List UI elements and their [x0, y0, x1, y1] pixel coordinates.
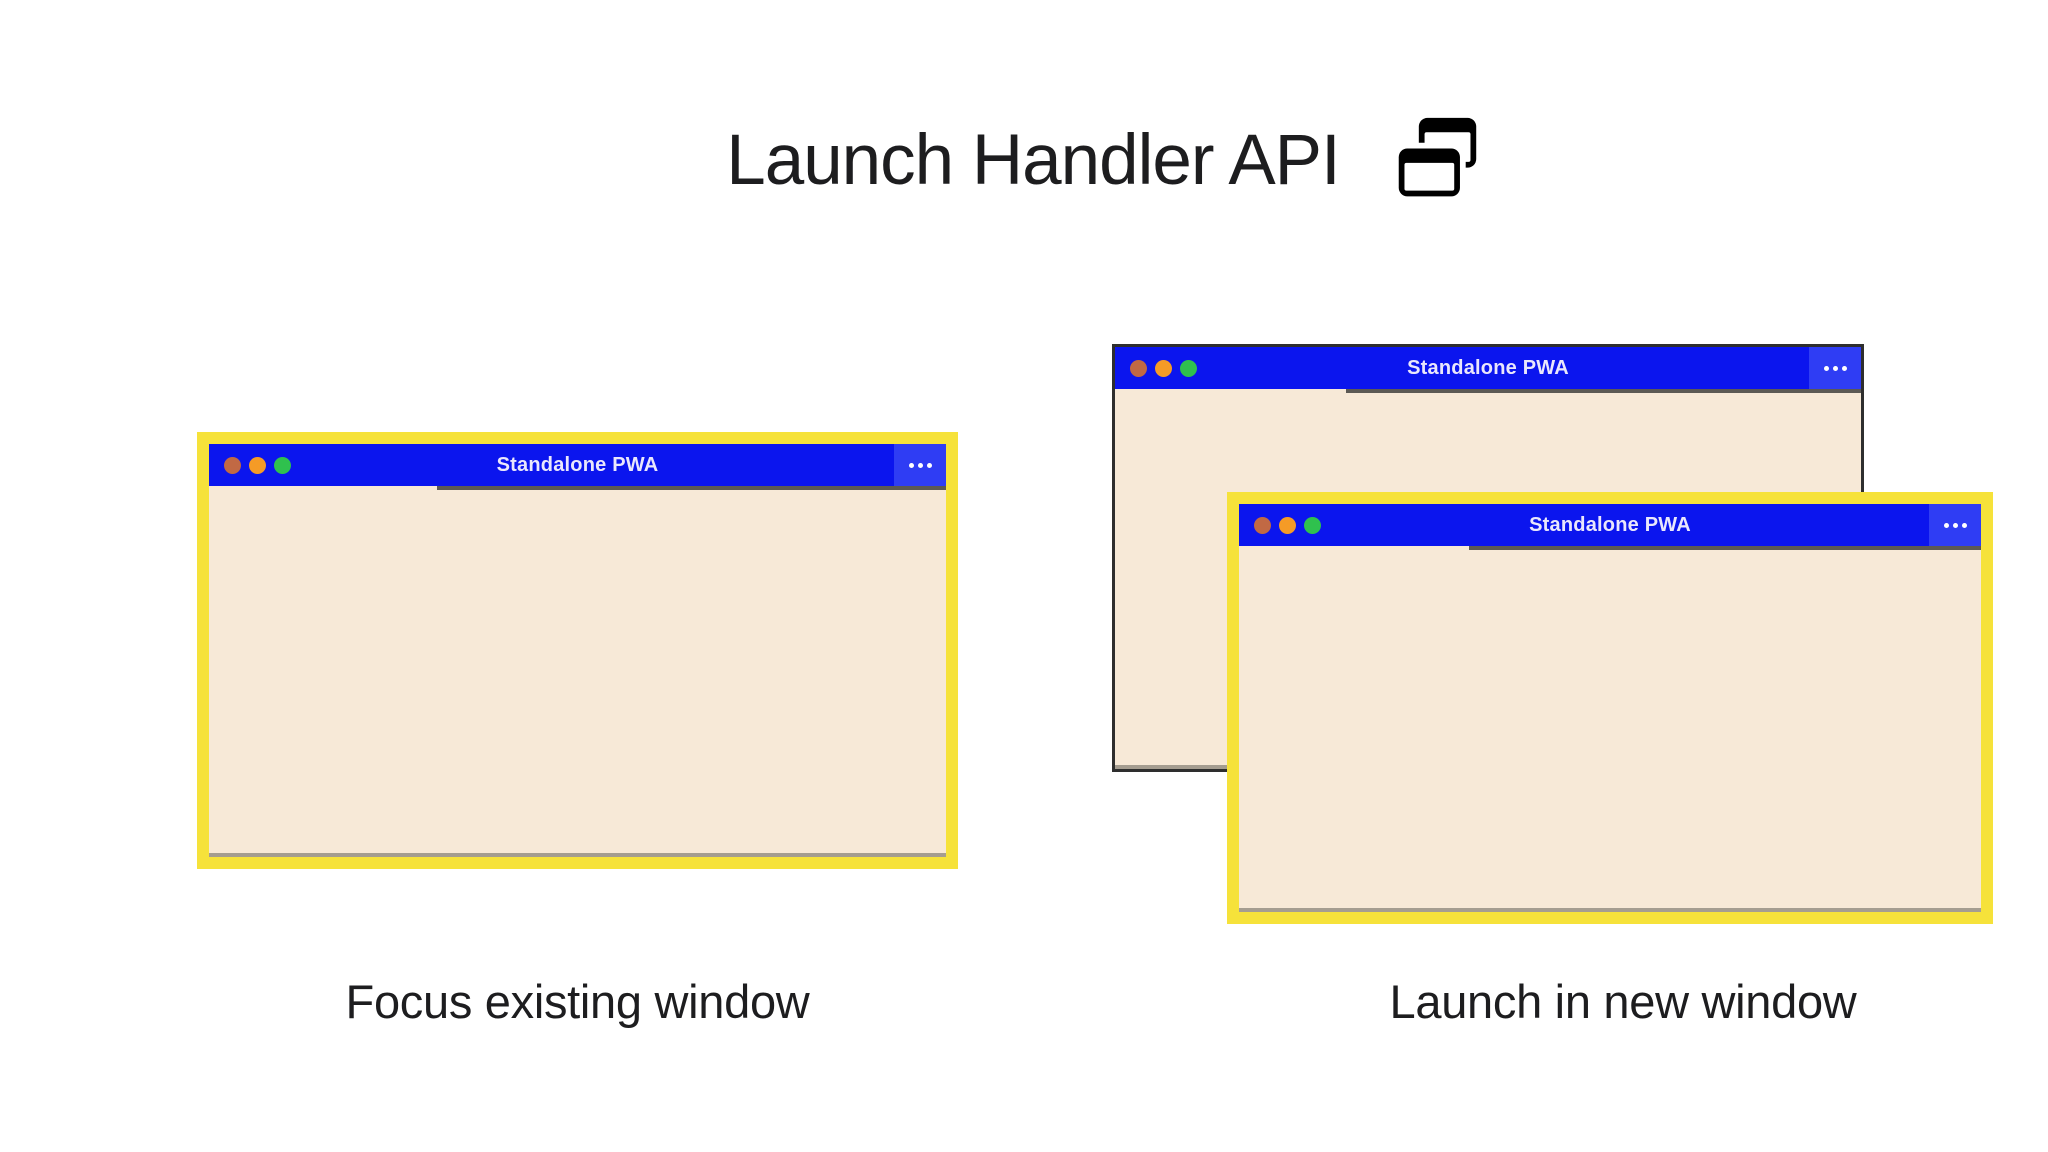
window-title: Standalone PWA: [496, 453, 659, 476]
ellipsis-menu-icon[interactable]: [1929, 504, 1981, 546]
close-icon[interactable]: [224, 456, 241, 474]
caption-launch-new: Launch in new window: [1389, 975, 1857, 1028]
pwa-window-focused-existing[interactable]: Standalone PWA: [197, 432, 958, 869]
overlapping-windows-icon: [1392, 116, 1482, 204]
caption-focus-existing: Focus existing window: [345, 975, 810, 1028]
page-title: Launch Handler API: [726, 120, 1341, 200]
page-header: Launch Handler API: [80, 116, 2048, 204]
window-controls: [1115, 359, 1197, 377]
pwa-window-new-focused[interactable]: Standalone PWA: [1227, 492, 1993, 924]
minimize-icon[interactable]: [249, 456, 266, 474]
ellipsis-menu-icon[interactable]: [1809, 347, 1861, 389]
close-icon[interactable]: [1254, 516, 1271, 534]
window-titlebar[interactable]: Standalone PWA: [1239, 504, 1981, 550]
window-titlebar[interactable]: Standalone PWA: [209, 444, 946, 490]
close-icon[interactable]: [1130, 359, 1147, 377]
window-title: Standalone PWA: [1529, 513, 1691, 536]
window-content: [209, 486, 946, 857]
minimize-icon[interactable]: [1155, 359, 1172, 377]
window-title: Standalone PWA: [1407, 356, 1569, 379]
window-titlebar[interactable]: Standalone PWA: [1115, 347, 1861, 393]
maximize-icon[interactable]: [1180, 359, 1197, 377]
ellipsis-menu-icon[interactable]: [894, 444, 946, 486]
window-content: [1239, 546, 1981, 912]
minimize-icon[interactable]: [1279, 516, 1296, 534]
maximize-icon[interactable]: [1304, 516, 1321, 534]
maximize-icon[interactable]: [274, 456, 291, 474]
window-controls: [1239, 516, 1321, 534]
window-controls: [209, 456, 291, 474]
